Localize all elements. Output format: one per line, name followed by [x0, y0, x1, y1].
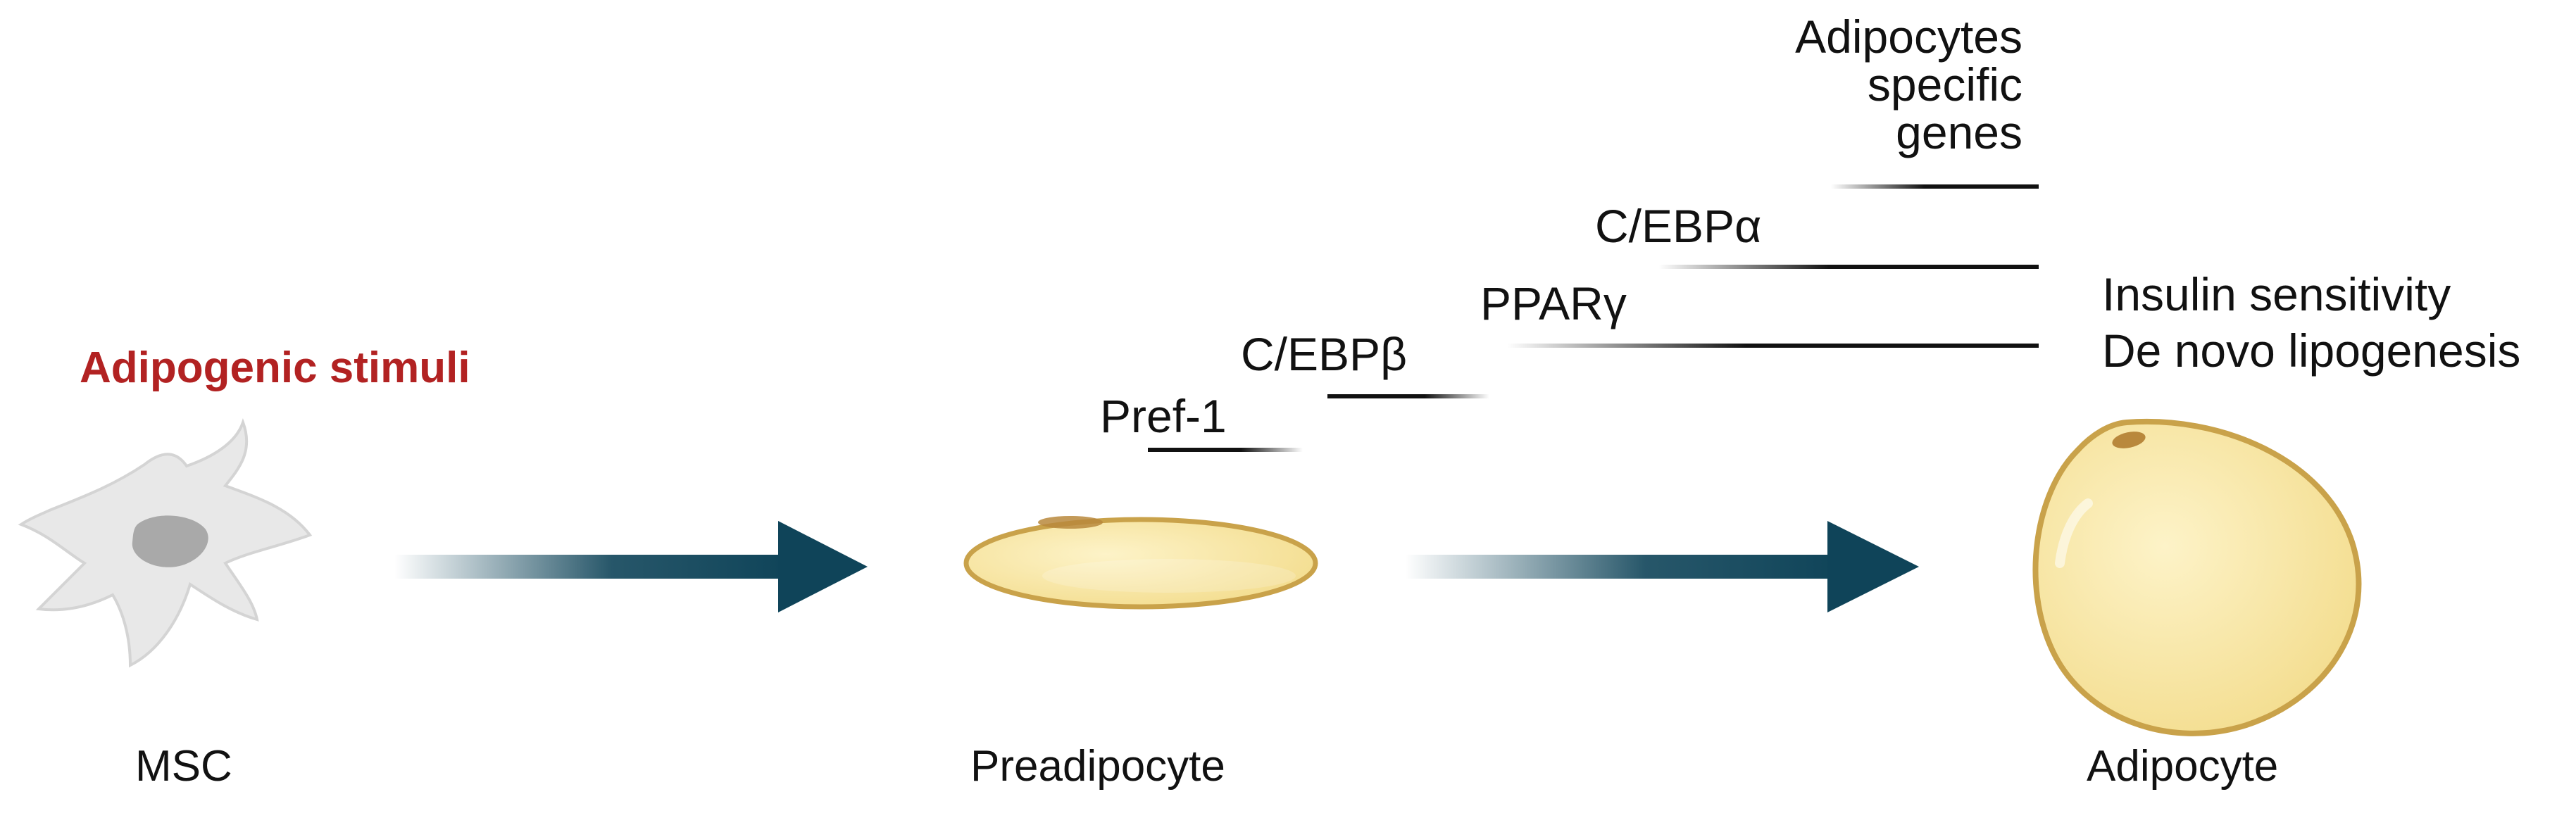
msc-nucleus	[132, 515, 208, 567]
adipocyte-genes-line-3: genes	[1896, 106, 2022, 158]
preadipocyte-label: Preadipocyte	[970, 742, 1225, 791]
differentiation-arrow-2	[1405, 521, 1919, 612]
outcome-insulin-sensitivity: Insulin sensitivity	[2102, 268, 2451, 320]
adipocyte-genes-line-2: specific	[1867, 58, 2022, 111]
adipocyte-genes-bar	[1831, 184, 2039, 189]
differentiation-arrow-1	[394, 521, 868, 612]
preadipocyte-cell	[963, 516, 1318, 610]
ppar-gamma-bar	[1507, 344, 2039, 348]
adipocyte-cell	[2032, 419, 2362, 736]
adipocyte-label: Adipocyte	[2087, 742, 2279, 791]
pref1-label: Pref-1	[1100, 390, 1227, 442]
outcome-de-novo-lipogenesis: De novo lipogenesis	[2102, 325, 2521, 377]
outcomes-label: Insulin sensitivity De novo lipogenesis	[2102, 266, 2520, 379]
cebpb-bar	[1327, 394, 1489, 398]
msc-label: MSC	[135, 742, 232, 791]
adipocyte-genes-line-1: Adipocytes	[1795, 11, 2022, 63]
ppar-gamma-label: PPARγ	[1480, 277, 1627, 329]
cebpb-label: C/EBPβ	[1241, 328, 1408, 380]
adipocyte-genes-label: Adipocytes specific genes	[1795, 13, 2022, 156]
cebpa-bar	[1658, 265, 2039, 269]
pref1-bar	[1148, 448, 1303, 452]
msc-cell	[18, 418, 313, 668]
adipocyte-cell-body	[2032, 419, 2362, 736]
adipogenic-stimuli-label: Adipogenic stimuli	[80, 344, 470, 392]
cebpa-label: C/EBPα	[1595, 200, 1762, 252]
